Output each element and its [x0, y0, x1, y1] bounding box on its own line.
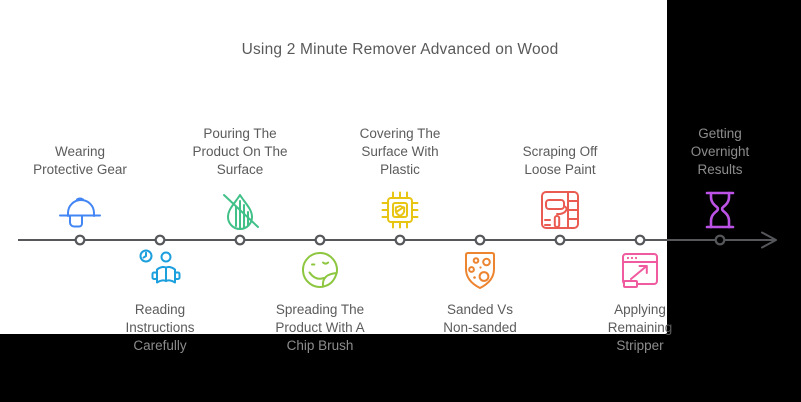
smiley-sticker-icon: [296, 246, 344, 294]
step-reading-instructions: Reading Instructions Carefully: [85, 246, 235, 355]
page-title: Using 2 Minute Remover Advanced on Wood: [241, 41, 559, 58]
chip-shield-icon: [376, 186, 424, 234]
paint-roller-icon: [536, 186, 584, 234]
step-label: Scraping Off Loose Paint: [522, 144, 598, 177]
dotted-shield-icon: [456, 246, 504, 294]
timeline-arrow: [18, 231, 777, 249]
step-wearing-protective-gear: Wearing Protective Gear: [5, 118, 155, 234]
hourglass-icon: [696, 186, 744, 234]
step-label: Getting Overnight Results: [690, 126, 750, 177]
step-label: Spreading The Product With A Chip Brush: [275, 302, 365, 353]
step-pouring-product: Pouring The Product On The Surface: [165, 118, 315, 234]
step-label: Pouring The Product On The Surface: [192, 126, 288, 177]
step-scraping-paint: Scraping Off Loose Paint: [485, 118, 635, 234]
export-window-icon: [616, 246, 664, 294]
black-mask-bottom: [0, 334, 801, 402]
step-label: Reading Instructions Carefully: [125, 302, 195, 353]
step-label: Covering The Surface With Plastic: [359, 126, 441, 177]
step-covering-plastic: Covering The Surface With Plastic: [325, 118, 475, 234]
arrowhead-icon: [761, 231, 777, 249]
step-spreading-product: Spreading The Product With A Chip Brush: [245, 246, 395, 355]
step-applying-stripper: Applying Remaining Stripper: [565, 246, 715, 355]
no-drip-icon: [216, 186, 264, 234]
timeline: [0, 226, 801, 259]
reading-book-icon: [136, 246, 184, 294]
step-label: Applying Remaining Stripper: [607, 302, 673, 353]
step-sanded-vs-nonsanded: Sanded Vs Non-sanded: [405, 246, 555, 337]
step-label: Wearing Protective Gear: [33, 144, 127, 177]
hard-hat-icon: [56, 186, 104, 234]
step-label: Sanded Vs Non-sanded: [443, 302, 517, 335]
step-overnight-results: Getting Overnight Results: [645, 118, 795, 234]
